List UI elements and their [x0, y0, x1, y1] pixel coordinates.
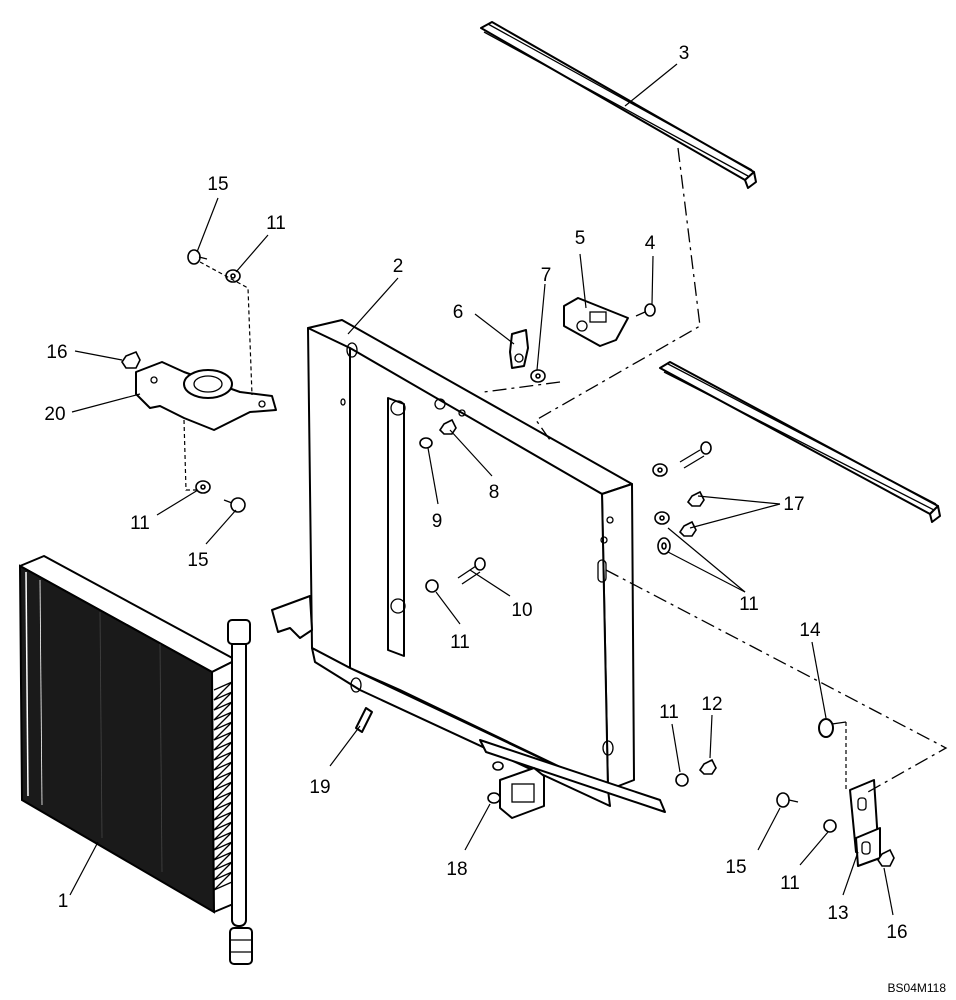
callout-11: 11	[659, 702, 679, 723]
callout-13: 13	[827, 903, 848, 924]
callout-11: 11	[780, 873, 800, 894]
callout-1: 1	[58, 891, 69, 912]
alignment-lines	[183, 147, 948, 793]
callout-16: 16	[46, 342, 67, 363]
nut	[686, 490, 705, 507]
washer	[654, 511, 670, 525]
washer	[652, 463, 668, 477]
callout-16: 16	[886, 922, 907, 943]
bolt	[635, 303, 656, 317]
bolt	[187, 249, 208, 265]
nut	[121, 350, 141, 369]
washer	[425, 579, 439, 593]
bolt	[679, 441, 712, 469]
callout-20: 20	[44, 404, 65, 425]
callout-labels: 15 11 16 20 11 15 2 3 5 4 6 7 8 9 10 11 …	[44, 43, 907, 943]
grommet	[487, 761, 504, 804]
washer	[823, 819, 837, 833]
callout-10: 10	[511, 600, 532, 621]
washer	[675, 773, 689, 787]
callout-18: 18	[446, 859, 467, 880]
callout-14: 14	[799, 620, 821, 641]
callout-15: 15	[725, 857, 746, 878]
push-pin	[818, 718, 847, 738]
seal-strip-upper	[480, 21, 757, 189]
callout-11: 11	[266, 213, 286, 234]
washer	[657, 537, 671, 555]
callout-17: 17	[783, 494, 804, 515]
condenser-frame	[271, 319, 666, 819]
condenser-core	[18, 555, 253, 965]
condenser-fin-strip	[213, 681, 233, 891]
diagram-code: BS04M118	[888, 981, 947, 995]
washer	[195, 480, 211, 494]
nut	[438, 418, 457, 435]
washer	[530, 369, 546, 383]
callout-8: 8	[489, 482, 500, 503]
latch	[563, 297, 629, 347]
hardware	[121, 249, 895, 867]
bolt	[223, 497, 246, 513]
mounting-bracket-upper-left	[135, 361, 277, 431]
callout-3: 3	[679, 43, 690, 64]
callout-15: 15	[207, 174, 228, 195]
bolt	[776, 792, 799, 808]
washer	[225, 269, 241, 283]
callout-9: 9	[432, 511, 443, 532]
callout-11: 11	[130, 513, 150, 534]
callout-11: 11	[450, 632, 470, 653]
nut	[698, 758, 717, 775]
nut	[678, 520, 697, 537]
callout-6: 6	[453, 302, 464, 323]
callout-15: 15	[187, 550, 208, 571]
nut	[877, 848, 895, 867]
callout-4: 4	[645, 233, 656, 254]
seal-strip-lower	[659, 361, 941, 523]
clip	[509, 329, 529, 369]
callout-2: 2	[393, 256, 404, 277]
callout-5: 5	[575, 228, 586, 249]
washer	[419, 437, 433, 449]
callout-19: 19	[309, 777, 330, 798]
mounting-bracket-lower-right	[849, 779, 881, 867]
callout-7: 7	[541, 265, 552, 286]
callout-12: 12	[701, 694, 722, 715]
callout-11: 11	[739, 594, 759, 615]
leader-lines	[69, 63, 894, 916]
